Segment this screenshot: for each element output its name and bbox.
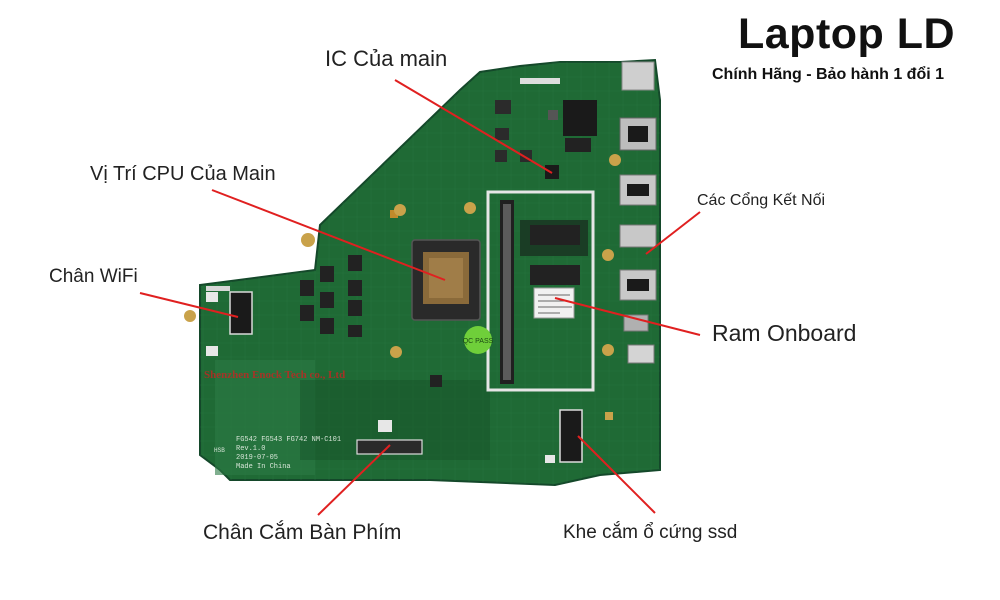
leader-wifi (139, 292, 239, 318)
cpu-chip (411, 239, 481, 321)
leader-ic-main (394, 79, 553, 174)
qc-sticker: QC PASS (463, 326, 494, 354)
leader-cpu (211, 189, 446, 281)
label-keyboard: Chân Cắm Bàn Phím (203, 521, 402, 544)
qc-sticker-text: QC PASS (463, 338, 494, 345)
silk-rev: Rev.1.0 (236, 445, 265, 453)
silk-date: 2019-07-05 (236, 454, 278, 462)
leader-lines (139, 79, 701, 516)
ic-chips (495, 78, 597, 179)
label-ports: Các Cổng Kết Nối (697, 192, 826, 209)
label-ic-main: IC Của main (325, 46, 448, 71)
label-wifi: Chân WiFi (49, 266, 138, 287)
ports (619, 61, 657, 364)
silk-hsb: HSB (214, 447, 225, 454)
wifi-slot (206, 286, 253, 356)
silk-origin: Made In China (236, 463, 291, 471)
leader-keyboard (317, 444, 391, 516)
leader-ram (554, 297, 701, 336)
silk-model: FG542 FG543 FG742 NM-C101 (236, 436, 341, 444)
board-silkscreen: Shenzhen Enock Tech co., Ltd FG542 FG543… (204, 369, 345, 471)
brand-title: Laptop LD (738, 10, 956, 58)
ssd-slot (545, 409, 613, 463)
leader-ports (645, 211, 701, 255)
ram-slot (486, 190, 595, 392)
power-components (184, 154, 621, 358)
keyboard-connector (356, 375, 442, 455)
watermark-text: Shenzhen Enock Tech co., Ltd (204, 369, 345, 381)
label-cpu: Vị Trí CPU Của Main (90, 163, 276, 185)
leader-ssd (577, 435, 656, 514)
brand-subtitle: Chính Hãng - Bảo hành 1 đổi 1 (712, 66, 944, 83)
label-ram: Ram Onboard (712, 320, 857, 346)
label-ssd: Khe cắm ổ cứng ssd (563, 522, 738, 543)
